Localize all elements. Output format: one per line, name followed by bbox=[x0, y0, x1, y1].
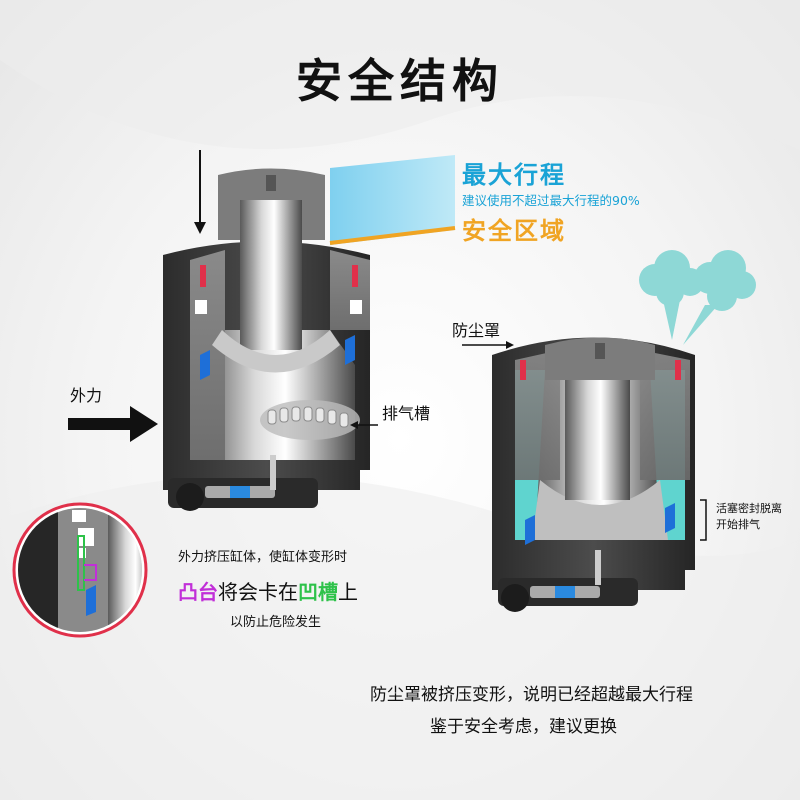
page-title: 安全结构 bbox=[296, 54, 504, 108]
max-stroke-title: 最大行程 bbox=[462, 161, 566, 189]
exhaust-groove-label: 排气槽 bbox=[382, 404, 431, 423]
note-line-1: 防尘罩被挤压变形，说明已经超越最大行程 bbox=[370, 685, 693, 705]
note-line-2: 鉴于安全考虑，建议更换 bbox=[430, 717, 617, 737]
max-stroke-subtitle: 建议使用不超过最大行程的90% bbox=[462, 193, 640, 208]
inset-text-2: 凸台将会卡在凹槽上 bbox=[178, 576, 358, 605]
external-force-label: 外力 bbox=[70, 386, 103, 405]
boss-text: 凸台 bbox=[178, 580, 218, 604]
dust-cover-label: 防尘罩 bbox=[452, 321, 501, 340]
inset-text-2d: 上 bbox=[338, 580, 358, 604]
inset-text-2b: 将会卡在 bbox=[218, 580, 298, 604]
inset-text-1: 外力挤压缸体，使缸体变形时 bbox=[178, 550, 348, 565]
safe-zone-label: 安全区域 bbox=[462, 217, 566, 245]
safe-zone-line bbox=[329, 226, 456, 245]
seal-bracket bbox=[700, 499, 707, 541]
external-force-arrow bbox=[68, 406, 158, 442]
left-cylinder bbox=[163, 168, 370, 511]
groove-text: 凹槽 bbox=[298, 580, 338, 604]
right-cylinder bbox=[492, 337, 695, 612]
piston-seal-label-1: 活塞密封脱离 bbox=[716, 502, 782, 515]
piston-seal-label-2: 开始排气 bbox=[716, 518, 760, 531]
exhaust-puff-icon bbox=[639, 250, 756, 345]
inset-text-3: 以防止危险发生 bbox=[230, 615, 322, 630]
max-stroke-band bbox=[330, 155, 455, 245]
inset-magnifier bbox=[12, 502, 148, 638]
